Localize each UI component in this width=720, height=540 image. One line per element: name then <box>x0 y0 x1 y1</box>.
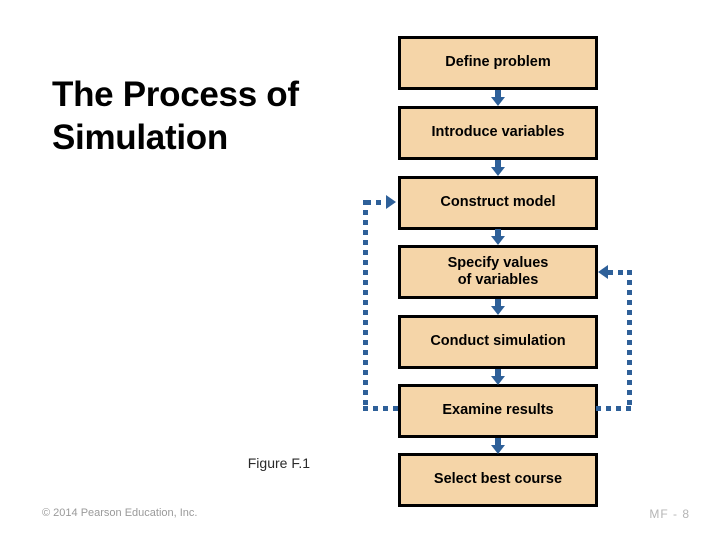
page-title: The Process of Simulation <box>52 75 299 157</box>
arrow-down-specify-to-conduct <box>490 299 506 315</box>
flow-box-select-best-course[interactable]: Select best course <box>398 453 598 507</box>
flow-box-define-problem[interactable]: Define problem <box>398 36 598 90</box>
feedback-left-segment-vertical <box>363 200 368 408</box>
arrow-down-define-to-introduce <box>490 90 506 106</box>
flow-box-construct-model[interactable]: Construct model <box>398 176 598 230</box>
arrow-down-construct-to-specify <box>490 229 506 245</box>
flow-box-examine-results[interactable]: Examine results <box>398 384 598 438</box>
copyright-notice: © 2014 Pearson Education, Inc. <box>42 507 198 519</box>
arrow-down-examine-to-select <box>490 438 506 454</box>
arrow-down-conduct-to-examine <box>490 369 506 385</box>
arrow-down-introduce-to-construct <box>490 160 506 176</box>
feedback-left-arrowhead-icon <box>386 195 396 209</box>
feedback-left-segment-bottom <box>363 406 401 411</box>
flow-box-conduct-simulation[interactable]: Conduct simulation <box>398 315 598 369</box>
feedback-left-segment-top <box>366 200 388 205</box>
page-number: MF - 8 <box>649 507 690 521</box>
feedback-right-segment-bottom <box>596 406 632 411</box>
feedback-right-segment-top <box>608 270 630 275</box>
feedback-right-arrowhead-icon <box>598 265 608 279</box>
figure-label: Figure F.1 <box>247 455 310 471</box>
flow-box-specify-values[interactable]: Specify values of variables <box>398 245 598 299</box>
feedback-right-segment-vertical <box>627 270 632 408</box>
flow-box-introduce-variables[interactable]: Introduce variables <box>398 106 598 160</box>
